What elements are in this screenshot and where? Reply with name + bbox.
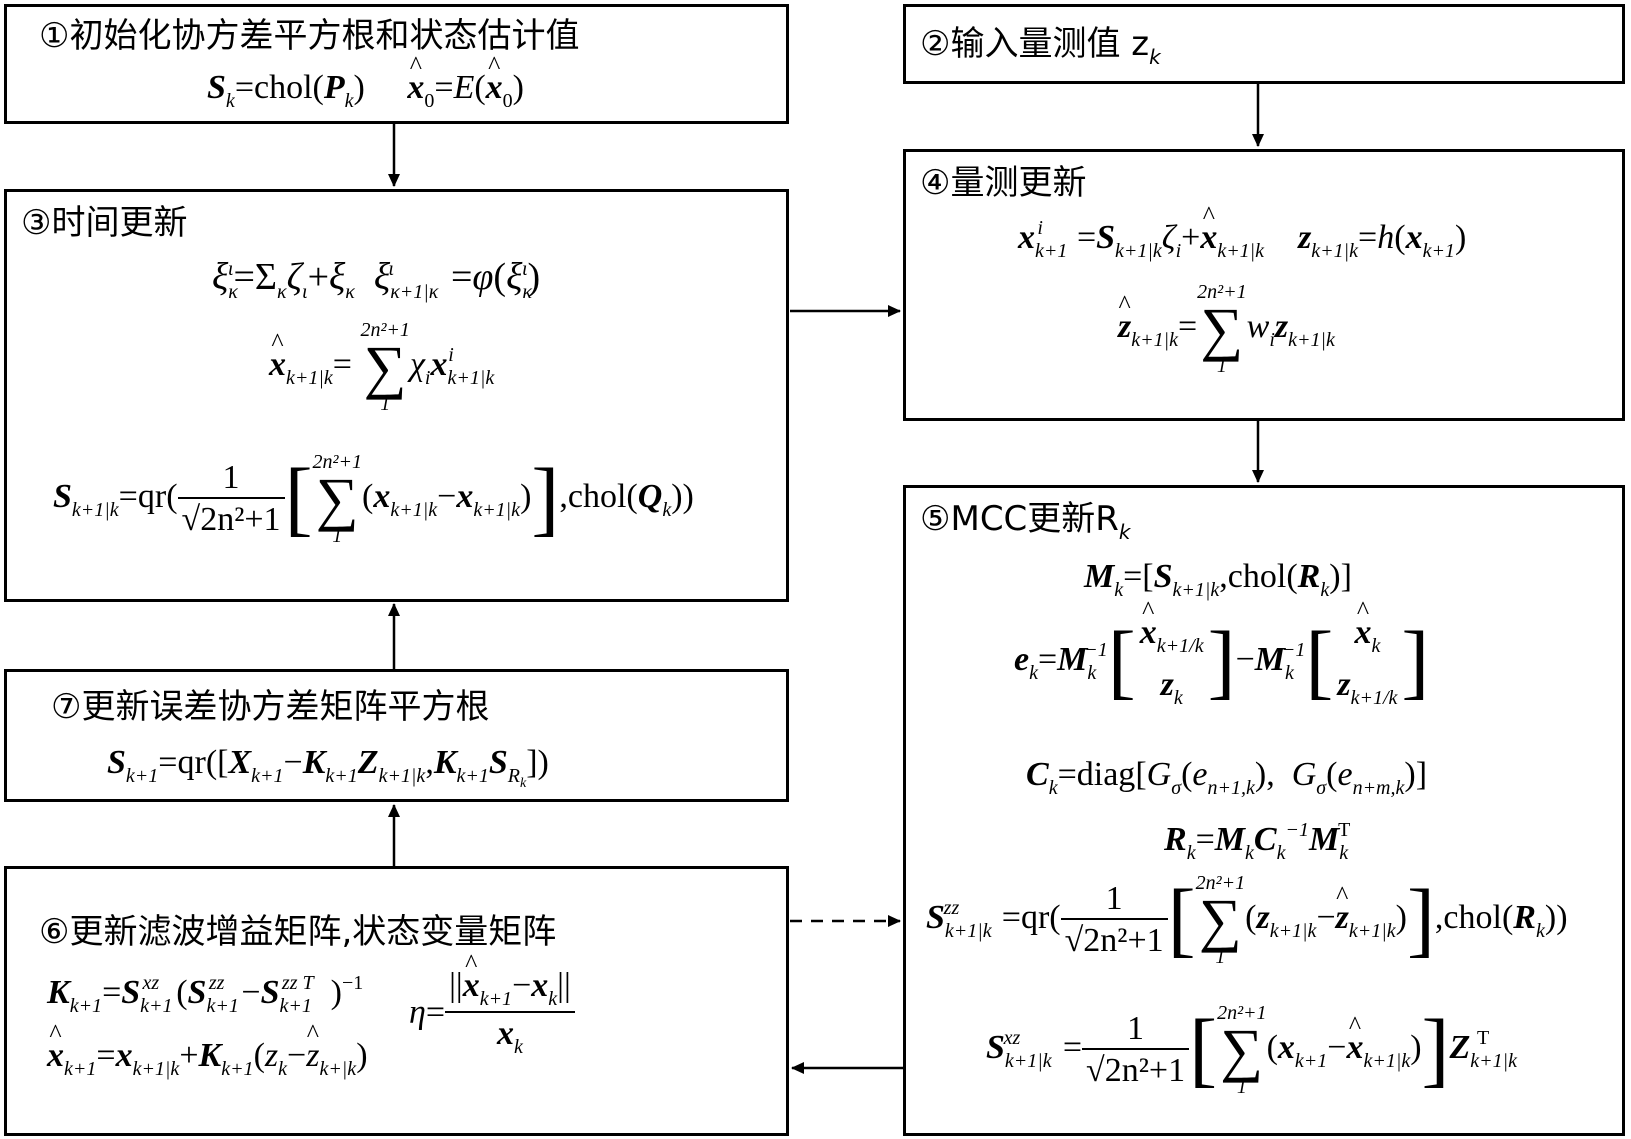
box-time-update-title: ③时间更新 — [21, 203, 188, 243]
formula-sigma-points: ξκι=Σκζι+ξκ ξκ+1|κι =φ(ξκι) — [212, 256, 541, 303]
formula-r: Rk=MkCk−1MkT — [1164, 819, 1351, 864]
box-update-error-cov-title: ⑦更新误差协方差矩阵平方根 — [51, 687, 490, 727]
box-measurement-update-title: ④量测更新 — [920, 163, 1087, 203]
formula-c: Ck=diag[Gσ(en+1,k), Gσ(en+m,k)] — [1026, 756, 1428, 799]
box-measurement-input: ②输入量测值 zk — [903, 4, 1625, 84]
box-measurement-input-title: ②输入量测值 zk — [920, 24, 1161, 69]
box-initialize-title: ①初始化协方差平方根和状态估计值 — [39, 16, 580, 56]
formula-s-update: Sk+1=qr([Xk+1−Kk+1Zk+1|k,Kk+1SRk]) — [107, 744, 549, 791]
formula-sqrt-cov-predict: Sk+1|k=qr(1√2n²+1[2n²+1∑1(xk+1|k−xk+1|k)… — [53, 451, 694, 547]
box-measurement-update: ④量测更新 xk+1i =Sk+1|kζi+xk+1|k zk+1|k=h(xk… — [903, 149, 1625, 421]
box-mcc-update-title: ⑤MCC更新Rk — [920, 499, 1131, 544]
formula-sxz: Sk+1|kxz =1√2n²+1[2n²+1∑1(xk+1−xk+1|k)]Z… — [986, 1003, 1517, 1097]
box-update-gain-title: ⑥更新滤波增益矩阵,状态变量矩阵 — [39, 912, 557, 952]
box-mcc-update: ⑤MCC更新Rk Mk=[Sk+1|k,chol(Rk)] ek=Mk−1[xk… — [903, 485, 1625, 1136]
box-initialize: ①初始化协方差平方根和状态估计值 Sk=chol(Pk) x0=E(x0) — [4, 4, 789, 124]
formula-k: Kk+1=Sk+1xz (Sk+1zz −Sk+1zz T )−1 — [47, 972, 364, 1017]
box-update-error-cov: ⑦更新误差协方差矩阵平方根 Sk+1=qr([Xk+1−Kk+1Zk+1|k,K… — [4, 669, 789, 802]
formula-x-update: xk+1=xk+1|k+Kk+1(zk−zk+|k) — [47, 1039, 368, 1080]
box-time-update: ③时间更新 ξκι=Σκζι+ξκ ξκ+1|κι =φ(ξκι) xk+1|k… — [4, 189, 789, 602]
formula-szz: Sk+1|kzz =qr(1√2n²+1[2n²+1∑1(zk+1|k−zk+1… — [926, 873, 1568, 967]
formula-eta: η=||xk+1−xk||xk — [409, 969, 575, 1057]
formula-init: Sk=chol(Pk) x0=E(x0) — [207, 71, 524, 112]
box-update-gain: ⑥更新滤波增益矩阵,状态变量矩阵 Kk+1=Sk+1xz (Sk+1zz −Sk… — [4, 866, 789, 1136]
formula-measurement-sigma: xk+1i =Sk+1|kζi+xk+1|k zk+1|k=h(xk+1) — [1018, 218, 1466, 261]
formula-m: Mk=[Sk+1|k,chol(Rk)] — [1084, 558, 1352, 601]
